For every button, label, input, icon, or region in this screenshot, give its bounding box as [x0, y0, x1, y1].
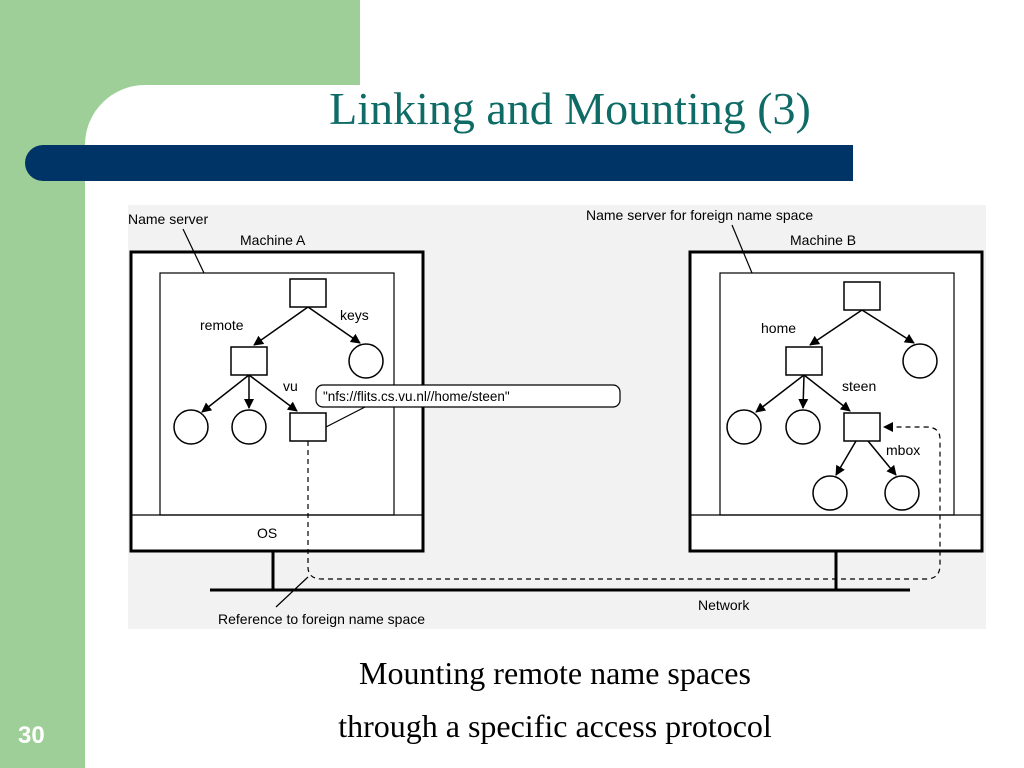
title-underline-bar: [25, 145, 853, 181]
diagram-canvas: Name server Machine A remote keys vu "nf…: [128, 207, 984, 627]
edge-root-keys: [307, 306, 361, 344]
remote-label: remote: [200, 317, 244, 333]
edge-remote-vu: [248, 374, 298, 412]
machine-b-label: Machine B: [790, 232, 856, 248]
edge-home-steen: [803, 374, 851, 412]
machine-b-root-node: [843, 281, 881, 311]
mount-url-label: "nfs://flits.cs.vu.nl//home/steen": [323, 389, 510, 404]
remote-leaf-node-2: [231, 409, 267, 445]
edge-remote-leaf-1: [201, 374, 250, 413]
reference-label: Reference to foreign name space: [218, 611, 425, 627]
os-label: OS: [257, 525, 277, 541]
home-leaf-node-2: [785, 409, 821, 445]
edge-b-root-home: [809, 309, 863, 346]
caption-line-1: Mounting remote name spaces: [359, 655, 751, 691]
home-node: [785, 346, 823, 376]
keys-leaf-node: [348, 343, 384, 379]
machine-a-root-node: [289, 278, 327, 308]
edge-steen-leaf-2: [867, 440, 897, 476]
mount-url-box: [315, 384, 621, 408]
home-leaf-node-1: [726, 409, 762, 445]
caption-line-2: through a specific access protocol: [338, 708, 772, 744]
edge-home-leaf-2: [798, 374, 809, 409]
url-connector: [325, 406, 366, 428]
network-label: Network: [698, 597, 750, 613]
home-label: home: [761, 320, 796, 336]
steen-node: [843, 412, 881, 442]
mounting-diagram: Name server Machine A remote keys vu "nf…: [128, 205, 986, 629]
vu-label: vu: [283, 378, 298, 394]
remote-node: [230, 346, 268, 376]
name-server-label: Name server: [128, 211, 208, 227]
edge-root-remote: [253, 306, 309, 346]
slide-title: Linking and Mounting (3): [329, 83, 811, 134]
steen-label: steen: [842, 378, 876, 394]
foreign-reference-path: [307, 422, 941, 580]
steen-leaf-node-2: [884, 475, 920, 511]
name-server-pointer: [182, 228, 205, 274]
slide-number: 30: [18, 722, 45, 749]
remote-leaf-node-1: [173, 409, 209, 445]
edge-b-root-leaf: [861, 309, 915, 344]
reference-pointer: [275, 576, 309, 608]
foreign-name-server-pointer: [731, 224, 753, 274]
mbox-label: mbox: [886, 442, 920, 458]
machine-b-leaf-node: [902, 343, 938, 379]
keys-label: keys: [340, 307, 369, 323]
edge-home-leaf-1: [755, 374, 805, 413]
vu-mount-node: [289, 412, 327, 442]
foreign-name-server-label: Name server for foreign name space: [586, 207, 813, 223]
edge-steen-leaf-1: [835, 440, 857, 476]
machine-a-label: Machine A: [240, 232, 306, 248]
steen-leaf-node-1: [812, 475, 848, 511]
